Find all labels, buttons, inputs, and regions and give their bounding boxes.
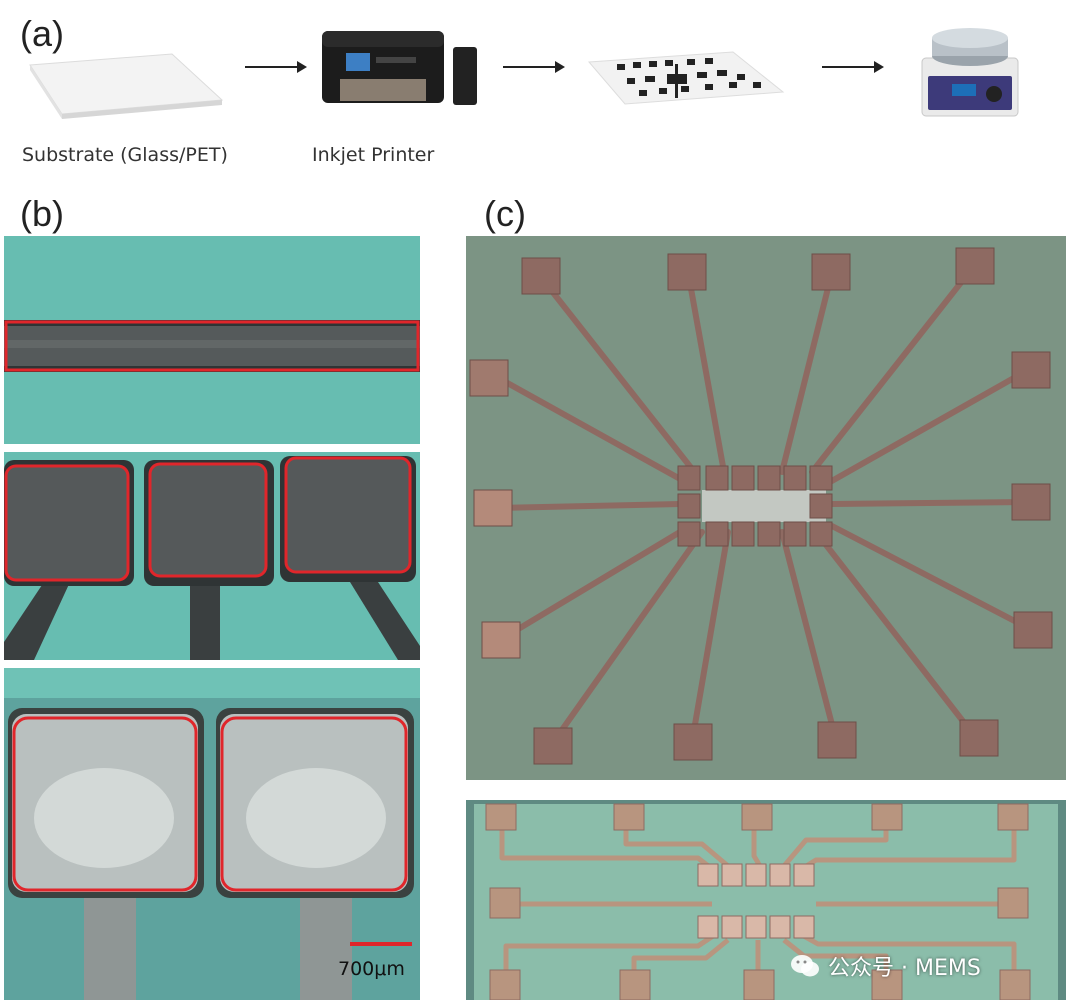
printed-pattern-icon bbox=[587, 51, 785, 105]
printed-line-photo bbox=[4, 236, 420, 444]
arrow-2 bbox=[503, 61, 565, 73]
panel-a-label: (a) bbox=[20, 13, 64, 54]
hot-plate-icon bbox=[921, 28, 1019, 117]
arrow-3 bbox=[822, 61, 884, 73]
panel-c-label: (c) bbox=[484, 193, 526, 234]
panel-b-label: (b) bbox=[20, 193, 64, 234]
inkjet-printer-icon bbox=[322, 31, 477, 105]
radial-electrode-photo bbox=[466, 236, 1066, 780]
printed-pads-photo bbox=[4, 452, 420, 660]
arrow-1 bbox=[245, 61, 307, 73]
watermark-text: 公众号 · MEMS bbox=[828, 956, 981, 981]
watermark: 公众号 · MEMS bbox=[790, 950, 981, 982]
glass-electrode-photo bbox=[466, 800, 1066, 1000]
wechat-icon bbox=[791, 955, 819, 977]
sintered-pads-photo bbox=[4, 668, 420, 1000]
substrate-sheet-icon bbox=[29, 53, 224, 119]
substrate-caption: Substrate (Glass/PET) bbox=[22, 144, 228, 166]
scale-bar bbox=[350, 942, 412, 946]
scale-bar-label: 700μm bbox=[338, 958, 405, 980]
printer-caption: Inkjet Printer bbox=[312, 144, 435, 166]
